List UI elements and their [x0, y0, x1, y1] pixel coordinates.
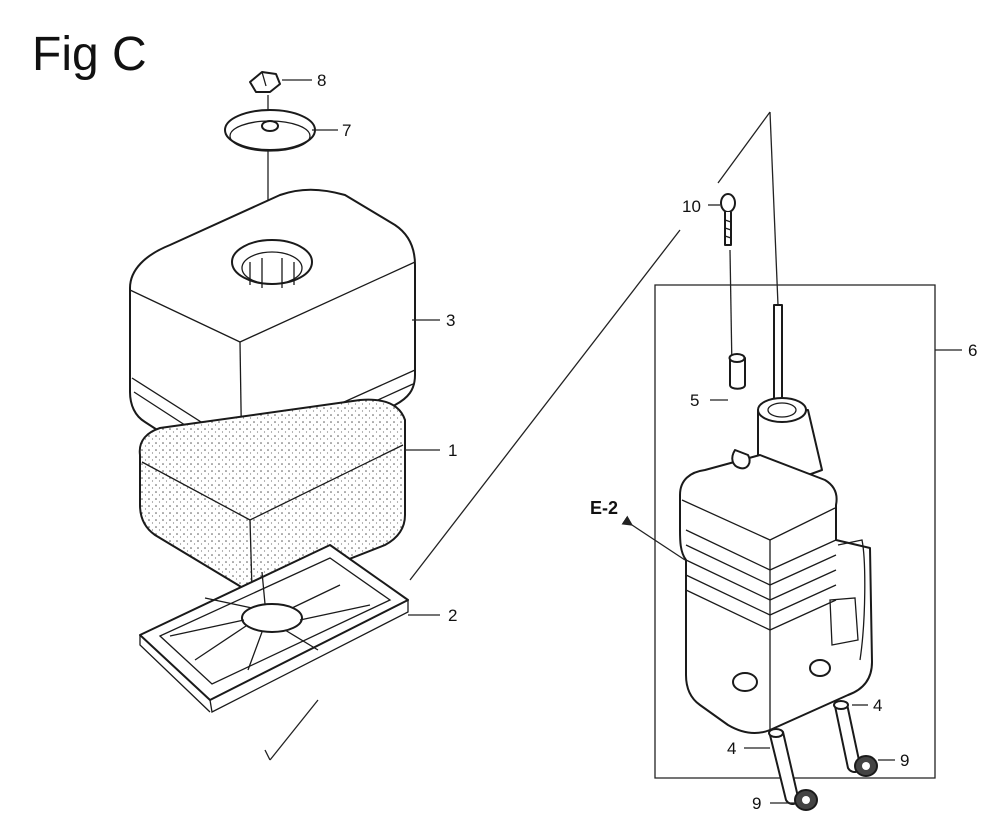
part-10-bolt	[720, 193, 736, 246]
part-4-pin-left	[768, 728, 800, 805]
connector-line-left-to-right	[409, 229, 681, 581]
callout-3: 3	[446, 311, 455, 330]
callout-4-left: 4	[727, 739, 736, 758]
callout-9-left: 9	[752, 794, 761, 813]
figure-title: Fig C	[32, 28, 147, 81]
callout-1: 1	[448, 441, 457, 460]
part-9-nut-left	[794, 789, 818, 811]
part-8-wing-nut	[249, 71, 281, 93]
callout-7: 7	[342, 121, 351, 140]
reference-label-e2: E-2	[590, 498, 618, 518]
part-9-nut-right	[854, 755, 878, 777]
part-5-dowel-pin	[728, 353, 746, 390]
part-6-case-body	[679, 397, 873, 734]
callout-8: 8	[317, 71, 326, 90]
e2-reference-arrow	[621, 515, 686, 561]
part-6-group-bracket	[654, 284, 936, 779]
part-1-foam-element	[138, 398, 406, 594]
callout-6: 6	[968, 341, 977, 360]
callout-5: 5	[690, 391, 699, 410]
part-2-base-grid	[139, 544, 409, 713]
part-7-washer-plate	[224, 109, 316, 152]
callout-10: 10	[682, 197, 701, 216]
callout-9-right: 9	[900, 751, 909, 770]
callout-2: 2	[448, 606, 457, 625]
callout-4-right: 4	[873, 696, 882, 715]
